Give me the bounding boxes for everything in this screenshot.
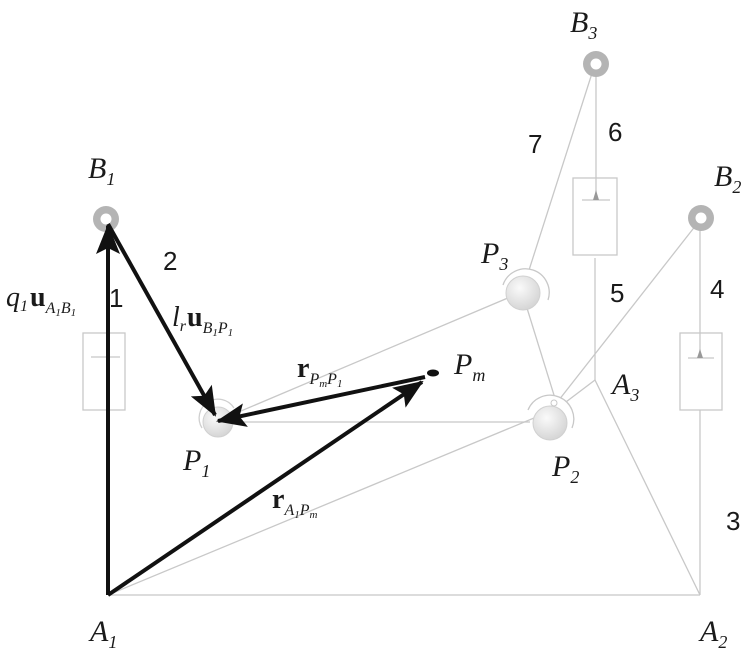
- label-pm: Pm: [453, 348, 485, 385]
- pulley-b2: [688, 205, 714, 231]
- joint-p3: [502, 268, 550, 311]
- link-number-1: 1: [109, 283, 123, 313]
- link-number-4: 4: [710, 274, 724, 304]
- label-b1: B1: [88, 152, 115, 189]
- vector-label-r-pmp1: rPmP1: [297, 353, 342, 390]
- vector-label-q1-u-a1b1: q1uA1B1: [6, 282, 76, 319]
- vector-r-a1pm: [106, 380, 424, 597]
- pulley-b3: [583, 51, 609, 77]
- label-a2: A2: [698, 615, 727, 652]
- link-number-2: 2: [163, 246, 177, 276]
- link-number-5: 5: [610, 278, 624, 308]
- link-number-6: 6: [608, 117, 622, 147]
- link-number-7: 7: [528, 129, 542, 159]
- vector-label-r-a1pm: rA1Pm: [272, 484, 318, 521]
- label-b3: B3: [570, 6, 597, 43]
- vector-label-lr-u-b1p1: lruB1P1: [172, 302, 233, 339]
- label-p1: P1: [182, 444, 210, 481]
- base-frame: [108, 258, 701, 596]
- vector-lr-u-b1p1: [106, 223, 217, 417]
- actuator-6: [572, 67, 618, 256]
- link-number-3: 3: [726, 506, 740, 536]
- label-a1: A1: [88, 615, 117, 652]
- label-p2: P2: [551, 450, 579, 487]
- platform-links: [107, 66, 701, 596]
- label-b2: B2: [714, 160, 741, 197]
- actuator-4: [679, 220, 723, 411]
- actuator-1: [82, 332, 126, 411]
- label-p3: P3: [480, 237, 508, 274]
- vector-r-pmp1: [216, 375, 426, 427]
- point-pm-dot: [427, 369, 439, 377]
- label-a3: A3: [610, 368, 639, 405]
- joint-p2: [527, 394, 575, 441]
